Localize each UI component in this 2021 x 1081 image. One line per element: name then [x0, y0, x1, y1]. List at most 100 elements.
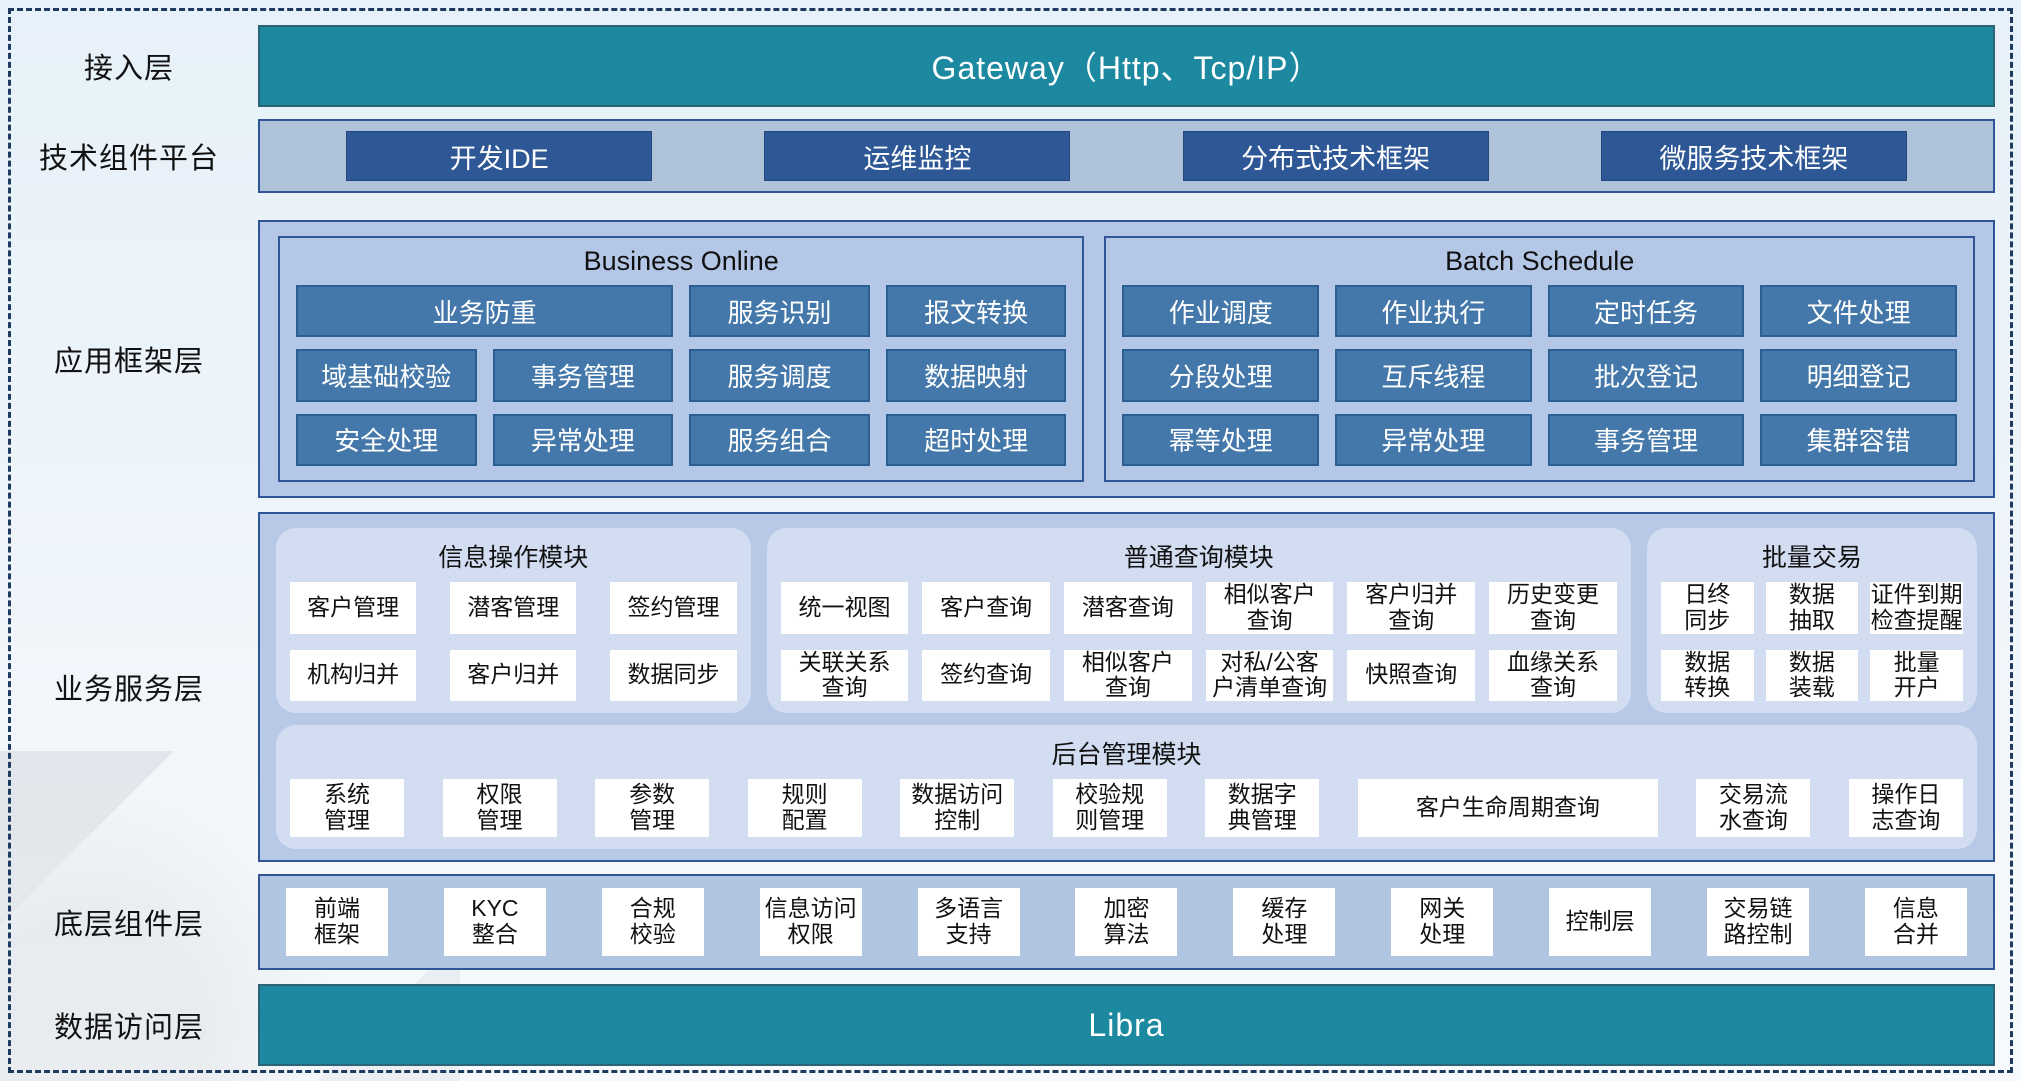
- cell: 控制层: [1549, 888, 1652, 956]
- cell: 数据 装载: [1765, 649, 1859, 701]
- cell: 签约查询: [922, 649, 1051, 701]
- cell: 事务管理: [1547, 413, 1745, 466]
- cell: 异常处理: [492, 413, 674, 466]
- cell: 参数 管理: [595, 779, 710, 837]
- cell: 加密 算法: [1075, 888, 1178, 956]
- cell: 异常处理: [1335, 413, 1532, 466]
- cell: 域基础校验: [296, 349, 477, 402]
- tech-button-dev-ide: 开发IDE: [346, 131, 653, 181]
- cell: 集群容错: [1760, 413, 1957, 466]
- cell: 定时任务: [1547, 285, 1745, 338]
- business-service-top-row: 信息操作模块 客户管理 潜客管理 签约管理 机构归并 客户归并 数据同步 普通查…: [276, 528, 1977, 713]
- cell: 客户归并 查询: [1347, 581, 1476, 634]
- cell: 相似客户 查询: [1205, 581, 1334, 634]
- cell: 统一视图: [780, 582, 909, 634]
- cell: 信息 合并: [1864, 888, 1967, 956]
- cell: 关联关系 查询: [780, 649, 909, 701]
- cell: 作业调度: [1122, 285, 1320, 338]
- cell: 交易链 路控制: [1707, 888, 1810, 956]
- info-ops-grid: 客户管理 潜客管理 签约管理 机构归并 客户归并 数据同步: [290, 582, 737, 701]
- cell: 权限 管理: [442, 779, 557, 837]
- layer-label-data-access: 数据访问层: [53, 1012, 204, 1044]
- cell: 超时处理: [885, 413, 1067, 466]
- cell: 数据 转换: [1660, 649, 1754, 701]
- app-framework-container: Business Online 业务防重 服务识别 报文转换 域基础校验 事务管…: [258, 220, 1995, 498]
- cell: 血缘关系 查询: [1489, 649, 1617, 701]
- cell: 明细登记: [1760, 349, 1957, 402]
- cell: 数据 抽取: [1765, 581, 1859, 634]
- cell: 历史变更 查询: [1489, 581, 1617, 634]
- cell: 服务组合: [689, 413, 870, 466]
- tech-button-microservice-framework: 微服务技术框架: [1600, 131, 1907, 181]
- tech-button-ops-monitor: 运维监控: [764, 131, 1071, 181]
- panel-title-backend-mgmt: 后台管理模块: [1051, 741, 1202, 769]
- cell: 安全处理: [296, 413, 477, 466]
- cell: 数据同步: [610, 649, 737, 701]
- panel-batch-trade: 批量交易 日终 同步 数据 抽取 证件到期 检查提醒 数据 转换 数据 装载 批…: [1646, 528, 1977, 713]
- cell: 机构归并: [290, 649, 417, 701]
- cell: 对私/公客 户清单查询: [1205, 649, 1334, 701]
- cell: 文件处理: [1760, 285, 1957, 338]
- cell: 潜客管理: [450, 582, 577, 634]
- cell: 数据访问 控制: [900, 779, 1015, 837]
- cell: 批量 开户: [1870, 649, 1963, 701]
- gateway-bar: Gateway（Http、Tcp/IP）: [258, 25, 1995, 107]
- cell: 信息访问 权限: [759, 888, 862, 956]
- group-batch-schedule: Batch Schedule 作业调度 作业执行 定时任务 文件处理 分段处理 …: [1104, 236, 1975, 482]
- cell: 证件到期 检查提醒: [1870, 581, 1963, 634]
- panel-title-common-query: 普通查询模块: [1123, 544, 1274, 572]
- batch-trade-grid: 日终 同步 数据 抽取 证件到期 检查提醒 数据 转换 数据 装载 批量 开户: [1660, 581, 1963, 701]
- layer-app-framework: 应用框架层 Business Online 业务防重 服务识别 报文转换 域基础…: [0, 220, 2021, 498]
- cell: 客户管理: [290, 582, 417, 634]
- cell: 签约管理: [610, 582, 737, 634]
- layer-base-components: 底层组件层 前端 框架 KYC 整合 合规 校验 信息访问 权限 多语言 支持 …: [0, 874, 2021, 970]
- panel-title-info-ops: 信息操作模块: [438, 544, 589, 572]
- layer-label-base-components: 底层组件层: [53, 909, 204, 941]
- cell: 相似客户 查询: [1064, 649, 1192, 701]
- layer-label-tech-platform: 技术组件平台: [38, 143, 219, 175]
- cell: 潜客查询: [1064, 582, 1192, 634]
- cell: 服务识别: [689, 285, 870, 338]
- panel-backend-mgmt: 后台管理模块 系统 管理 权限 管理 参数 管理 规则 配置 数据访问 控制 校…: [276, 725, 1977, 849]
- cell: 系统 管理: [290, 779, 404, 837]
- backend-mgmt-cells: 系统 管理 权限 管理 参数 管理 规则 配置 数据访问 控制 校验规 则管理 …: [290, 779, 1963, 837]
- common-query-grid: 统一视图 客户查询 潜客查询 相似客户 查询 客户归并 查询 历史变更 查询 关…: [780, 581, 1617, 701]
- cell: 快照查询: [1347, 649, 1476, 701]
- outer-dashed-border: [8, 8, 2013, 1073]
- layer-tech-platform: 技术组件平台 开发IDE 运维监控 分布式技术框架 微服务技术框架: [0, 119, 2021, 193]
- cell: 报文转换: [885, 285, 1067, 338]
- cell: 网关 处理: [1391, 888, 1494, 956]
- business-online-grid: 业务防重 服务识别 报文转换 域基础校验 事务管理 服务调度 数据映射 安全处理…: [296, 285, 1067, 466]
- cell: 前端 框架: [286, 888, 388, 956]
- layer-business-service: 业务服务层 信息操作模块 客户管理 潜客管理 签约管理 机构归并 客户归并 数据…: [0, 512, 2021, 862]
- cell: 互斥线程: [1335, 349, 1532, 402]
- cell: 幂等处理: [1122, 413, 1320, 466]
- cell: 事务管理: [492, 349, 674, 402]
- cell: 多语言 支持: [917, 888, 1020, 956]
- layer-label-access: 接入层: [83, 53, 174, 85]
- panel-title-batch-trade: 批量交易: [1761, 544, 1862, 572]
- cell: KYC 整合: [443, 888, 546, 956]
- cell: 服务调度: [689, 349, 870, 402]
- cell: 批次登记: [1547, 349, 1745, 402]
- cell: 客户归并: [450, 649, 577, 701]
- cell: 分段处理: [1122, 349, 1320, 402]
- layer-label-business-service: 业务服务层: [53, 674, 204, 706]
- tech-platform-container: 开发IDE 运维监控 分布式技术框架 微服务技术框架: [258, 119, 1995, 193]
- cell: 数据映射: [885, 349, 1067, 402]
- cell: 作业执行: [1335, 285, 1532, 338]
- cell: 操作日 志查询: [1848, 779, 1963, 837]
- cell: 客户查询: [922, 582, 1051, 634]
- tech-button-distributed-framework: 分布式技术框架: [1182, 131, 1489, 181]
- cell: 校验规 则管理: [1052, 779, 1167, 837]
- cell: 交易流 水查询: [1696, 779, 1811, 837]
- cell: 日终 同步: [1660, 581, 1754, 634]
- layer-label-app-framework: 应用框架层: [53, 346, 204, 378]
- panel-info-ops: 信息操作模块 客户管理 潜客管理 签约管理 机构归并 客户归并 数据同步: [276, 528, 751, 713]
- group-business-online: Business Online 业务防重 服务识别 报文转换 域基础校验 事务管…: [278, 236, 1085, 482]
- cell: 客户生命周期查询: [1357, 779, 1658, 837]
- cell: 规则 配置: [747, 779, 862, 837]
- base-components-container: 前端 框架 KYC 整合 合规 校验 信息访问 权限 多语言 支持 加密 算法 …: [258, 874, 1995, 970]
- panel-common-query: 普通查询模块 统一视图 客户查询 潜客查询 相似客户 查询 客户归并 查询 历史…: [766, 528, 1631, 713]
